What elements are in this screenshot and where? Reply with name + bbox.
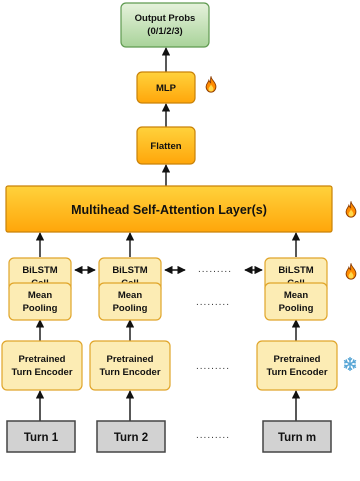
mean-pooling-1: Mean Pooling — [8, 282, 72, 321]
bilstm-label-line1: BiLSTM — [112, 265, 147, 276]
flatten-label: Flatten — [150, 141, 181, 152]
turn-box-2: Turn 2 — [96, 420, 166, 453]
fire-icon — [205, 76, 217, 93]
turn-label-1: Turn 1 — [24, 432, 59, 444]
encoder-label-line2: Turn Encoder — [11, 367, 72, 378]
encoder-label-line2: Turn Encoder — [99, 367, 160, 378]
pooling-label-line1: Mean — [284, 290, 308, 301]
encoder-label-line2: Turn Encoder — [266, 367, 327, 378]
mlp-label: MLP — [156, 83, 177, 94]
mean-pooling-m: Mean Pooling — [264, 282, 328, 321]
pooling-label-line1: Mean — [28, 290, 52, 301]
encoder-label-line1: Pretrained — [19, 354, 66, 365]
turn-label-m: Turn m — [278, 432, 316, 444]
turn-encoder-m: Pretrained Turn Encoder — [256, 340, 338, 391]
attention-label: Multihead Self-Attention Layer(s) — [71, 203, 267, 217]
pooling-label-line2: Pooling — [279, 303, 314, 314]
output-probs-label-line2: (0/1/2/3) — [147, 26, 182, 37]
flatten-box: Flatten — [136, 126, 196, 165]
bilstm-label-line1: BiLSTM — [22, 265, 57, 276]
fire-icon — [345, 263, 357, 280]
mean-pooling-2: Mean Pooling — [98, 282, 162, 321]
turn-box-m: Turn m — [262, 420, 332, 453]
snowflake-icon — [343, 356, 357, 372]
turn-encoder-1: Pretrained Turn Encoder — [1, 340, 83, 391]
pooling-label-line2: Pooling — [23, 303, 58, 314]
mlp-box: MLP — [136, 71, 196, 104]
ellipsis-lstm: ......... — [198, 264, 232, 275]
bilstm-label-line1: BiLSTM — [278, 265, 313, 276]
turn-label-2: Turn 2 — [114, 432, 148, 444]
encoder-label-line1: Pretrained — [107, 354, 154, 365]
turn-encoder-2: Pretrained Turn Encoder — [89, 340, 171, 391]
pooling-label-line2: Pooling — [113, 303, 148, 314]
ellipsis-pooling: ......... — [196, 297, 230, 308]
output-probs-box: Output Probs (0/1/2/3) — [120, 2, 210, 48]
fire-icon — [345, 201, 357, 218]
turn-box-1: Turn 1 — [6, 420, 76, 453]
ellipsis-encoder: ......... — [196, 361, 230, 372]
output-probs-label-line1: Output Probs — [135, 13, 196, 24]
ellipsis-turns: ......... — [196, 430, 230, 441]
encoder-label-line1: Pretrained — [274, 354, 321, 365]
vertical-arrows — [35, 47, 301, 421]
attention-box: Multihead Self-Attention Layer(s) — [5, 185, 333, 233]
pooling-label-line1: Mean — [118, 290, 142, 301]
